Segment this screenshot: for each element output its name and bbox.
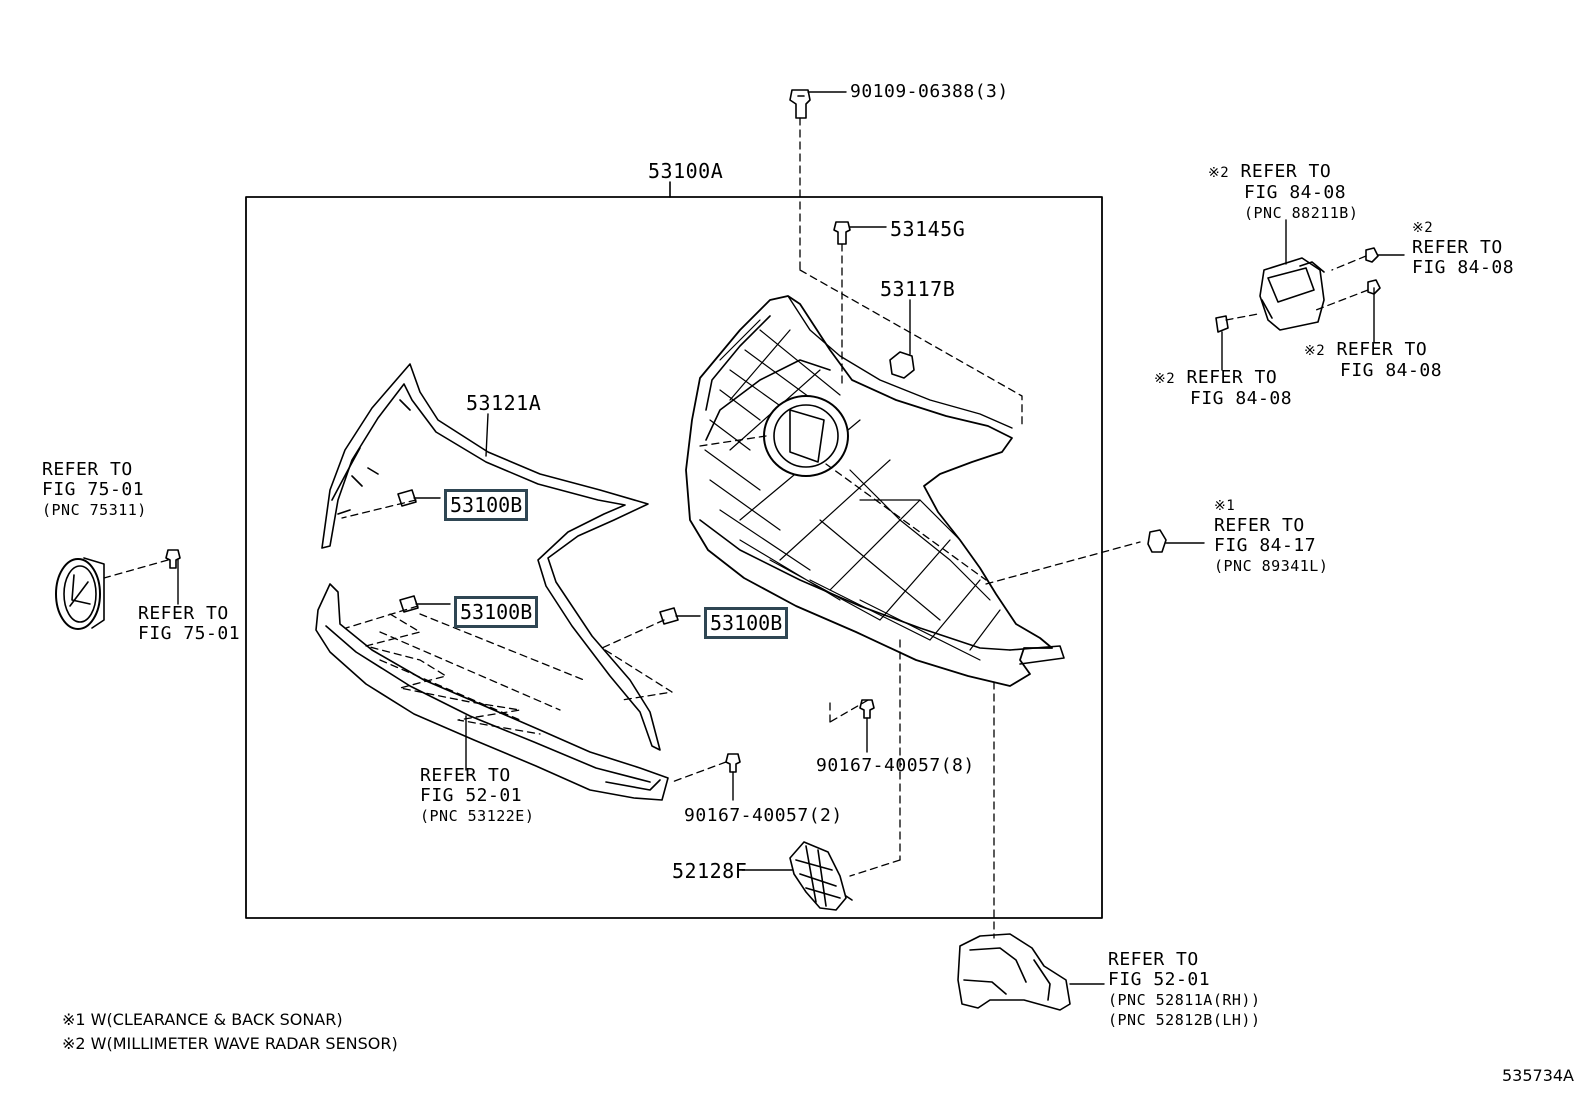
footnote-1: ※1 W(CLEARANCE & BACK SONAR) [62, 1010, 343, 1029]
ref-emblem-line1: REFER TO [42, 459, 133, 480]
footnote-2: ※2 W(MILLIMETER WAVE RADAR SENSOR) [62, 1034, 398, 1053]
ref-radar-nut[interactable]: ※2 REFER TO FIG 84-08 [1154, 368, 1292, 409]
ref-bumper-bracket-pnc2: (PNC 52812B(LH)) [1108, 1011, 1261, 1029]
ref-sonar-mark: ※1 [1214, 498, 1236, 514]
radar-sensor[interactable] [1259, 257, 1325, 331]
ref-emblem-line2: FIG 75-01 [42, 479, 145, 500]
bumper-bracket[interactable] [957, 933, 1071, 1011]
ref-radar-main-line1: REFER TO [1240, 161, 1332, 182]
bracket-53117b[interactable] [889, 351, 915, 379]
ref-lower-molding-pnc: (PNC 53122E) [420, 807, 535, 825]
ref-bumper-bracket-line1: REFER TO [1108, 949, 1199, 970]
clip-53100b-link-2[interactable]: 53100B [454, 596, 539, 628]
figure-code: 535734A [1501, 1066, 1574, 1085]
ref-radar-main-mark: ※2 [1208, 165, 1230, 181]
ref-lower-molding-line2: FIG 52-01 [420, 785, 523, 806]
ref-sonar[interactable]: ※1 REFER TO FIG 84-17 (PNC 89341L) [1214, 496, 1328, 576]
ref-sonar-line2: FIG 84-17 [1214, 535, 1317, 556]
ref-emblem-pnc: (PNC 75311) [42, 501, 147, 519]
ref-radar-nut-line2: FIG 84-08 [1190, 388, 1293, 409]
ref-emblem-clip[interactable]: REFER TO FIG 75-01 [138, 604, 240, 644]
ref-emblem[interactable]: REFER TO FIG 75-01 (PNC 75311) [42, 460, 147, 520]
emblem-clip[interactable] [165, 549, 181, 569]
ref-sonar-line1: REFER TO [1214, 515, 1305, 536]
label-53145g: 53145G [890, 217, 966, 241]
radar-nut[interactable] [1215, 315, 1229, 333]
ref-radar-bolt-right-mark: ※2 [1412, 220, 1434, 236]
ref-radar-bolt-right-line2: FIG 84-08 [1412, 257, 1515, 278]
clip-53100b-link-3[interactable]: 53100B [704, 607, 789, 639]
clip-53145g[interactable] [833, 221, 851, 245]
label-52128f: 52128F [672, 859, 748, 883]
leader-lines [177, 91, 1405, 985]
ref-bumper-bracket-line2: FIG 52-01 [1108, 969, 1211, 990]
ref-radar-nut-line1: REFER TO [1186, 367, 1278, 388]
upper-molding-53121a[interactable] [321, 363, 661, 751]
ref-radar-main-line2: FIG 84-08 [1244, 182, 1347, 203]
lower-molding[interactable] [315, 583, 669, 801]
ref-radar-bolt-right[interactable]: ※2 REFER TO FIG 84-08 [1412, 218, 1514, 278]
dashed-lines [103, 117, 1369, 939]
ref-radar-bolt-lower[interactable]: ※2 REFER TO FIG 84-08 [1304, 340, 1442, 381]
bolt-90109[interactable] [789, 89, 811, 119]
ref-bumper-bracket-pnc1: (PNC 52811A(RH)) [1108, 991, 1261, 1009]
emblem[interactable] [55, 557, 105, 630]
ref-lower-molding-line1: REFER TO [420, 765, 511, 786]
clip-53100b-1[interactable] [397, 489, 417, 507]
ref-emblem-clip-line1: REFER TO [138, 603, 229, 624]
clip-90167-8[interactable] [859, 699, 875, 719]
ref-radar-bolt-lower-mark: ※2 [1304, 343, 1326, 359]
assembly-frame [245, 196, 1103, 919]
label-53117b: 53117B [880, 277, 956, 301]
lower-grille-52128f[interactable] [789, 841, 853, 911]
label-90167-2: 90167-40057(2) [684, 805, 843, 826]
ref-radar-nut-mark: ※2 [1154, 371, 1176, 387]
label-53121a: 53121A [466, 391, 542, 415]
ref-radar-bolt-lower-line1: REFER TO [1336, 339, 1428, 360]
radiator-grille[interactable] [685, 295, 1065, 687]
clip-53100b-link-1[interactable]: 53100B [444, 489, 529, 521]
label-90167-8: 90167-40057(8) [816, 755, 975, 776]
label-bolt-90109: 90109-06388(3) [850, 81, 1009, 102]
ref-radar-bolt-lower-line2: FIG 84-08 [1340, 360, 1443, 381]
ref-bumper-bracket[interactable]: REFER TO FIG 52-01 (PNC 52811A(RH)) (PNC… [1108, 950, 1261, 1030]
ref-lower-molding[interactable]: REFER TO FIG 52-01 (PNC 53122E) [420, 766, 534, 826]
ref-radar-bolt-right-line1: REFER TO [1412, 237, 1503, 258]
ref-radar-main-pnc: (PNC 88211B) [1244, 204, 1359, 222]
ref-radar-main[interactable]: ※2 REFER TO FIG 84-08 (PNC 88211B) [1208, 162, 1358, 223]
clip-90167-2[interactable] [725, 753, 741, 773]
ref-sonar-pnc: (PNC 89341L) [1214, 557, 1329, 575]
assembly-label-53100a: 53100A [648, 159, 724, 183]
ref-emblem-clip-line2: FIG 75-01 [138, 623, 241, 644]
sonar-clip[interactable] [1147, 529, 1167, 553]
radar-bolt-right[interactable] [1365, 247, 1379, 263]
